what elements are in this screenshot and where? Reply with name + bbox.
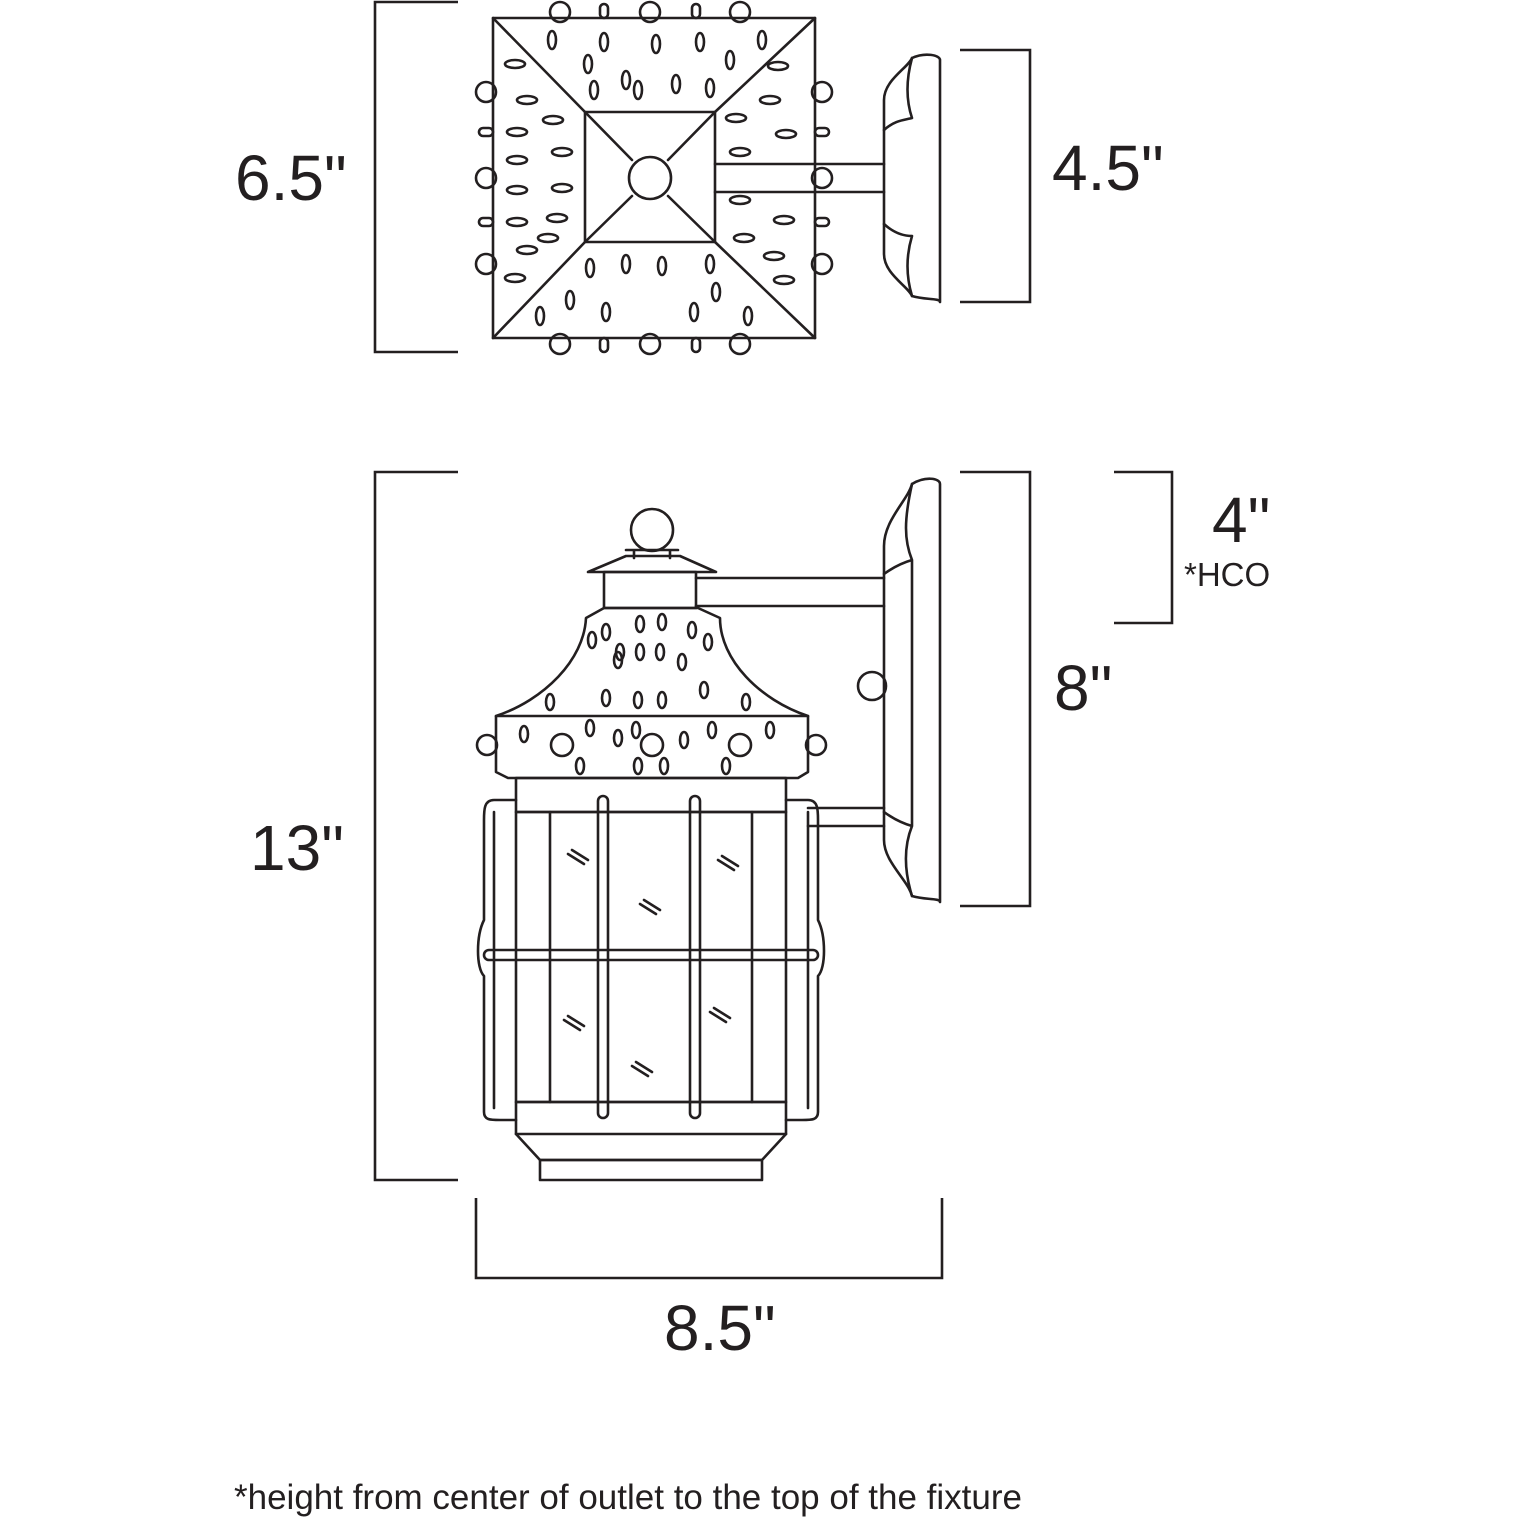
cage-bar-left bbox=[596, 794, 610, 1120]
upper-arm bbox=[694, 576, 886, 608]
lantern-glass bbox=[514, 810, 788, 1104]
shade-rivets bbox=[475, 732, 828, 758]
shade bbox=[494, 606, 810, 780]
lantern-bottom-band bbox=[514, 1100, 788, 1136]
footnote: *height from center of outlet to the top… bbox=[234, 1478, 1022, 1517]
dim-bracket-8-5 bbox=[474, 1198, 944, 1280]
backplate bbox=[882, 477, 942, 904]
top-view-dimples bbox=[503, 29, 798, 327]
hco-label: *HCO bbox=[1184, 556, 1271, 593]
dim-bracket-8 bbox=[960, 470, 1032, 908]
dim-bracket-13 bbox=[373, 470, 458, 1182]
dim-bracket-4-5 bbox=[960, 48, 1032, 304]
top-view-backplate bbox=[882, 53, 942, 304]
top-view-arm bbox=[713, 162, 886, 194]
dim-bracket-4 bbox=[1114, 470, 1174, 625]
cap bbox=[586, 554, 718, 574]
lower-arm bbox=[806, 806, 886, 828]
cage-bar-right bbox=[688, 794, 702, 1120]
dim-bracket-6-5 bbox=[373, 0, 458, 354]
top-view bbox=[373, 0, 1032, 356]
lantern-base bbox=[538, 1158, 764, 1182]
top-view-inner-square bbox=[583, 110, 717, 244]
dim-label-4-5: 4.5" bbox=[1052, 132, 1164, 204]
dim-label-6-5: 6.5" bbox=[235, 142, 347, 214]
dim-label-8-5: 8.5" bbox=[664, 1292, 776, 1364]
top-view-finial bbox=[627, 155, 673, 201]
front-view bbox=[373, 470, 1174, 1280]
lantern-top-band bbox=[514, 776, 788, 814]
dim-label-13: 13" bbox=[250, 812, 344, 884]
shade-dimples bbox=[518, 612, 776, 776]
finial bbox=[629, 507, 675, 553]
cage bbox=[476, 798, 826, 1122]
dim-label-4: 4" bbox=[1212, 484, 1271, 556]
dim-label-8: 8" bbox=[1054, 652, 1113, 724]
top-view-rivets bbox=[474, 0, 834, 356]
top-view-shade bbox=[491, 16, 817, 340]
